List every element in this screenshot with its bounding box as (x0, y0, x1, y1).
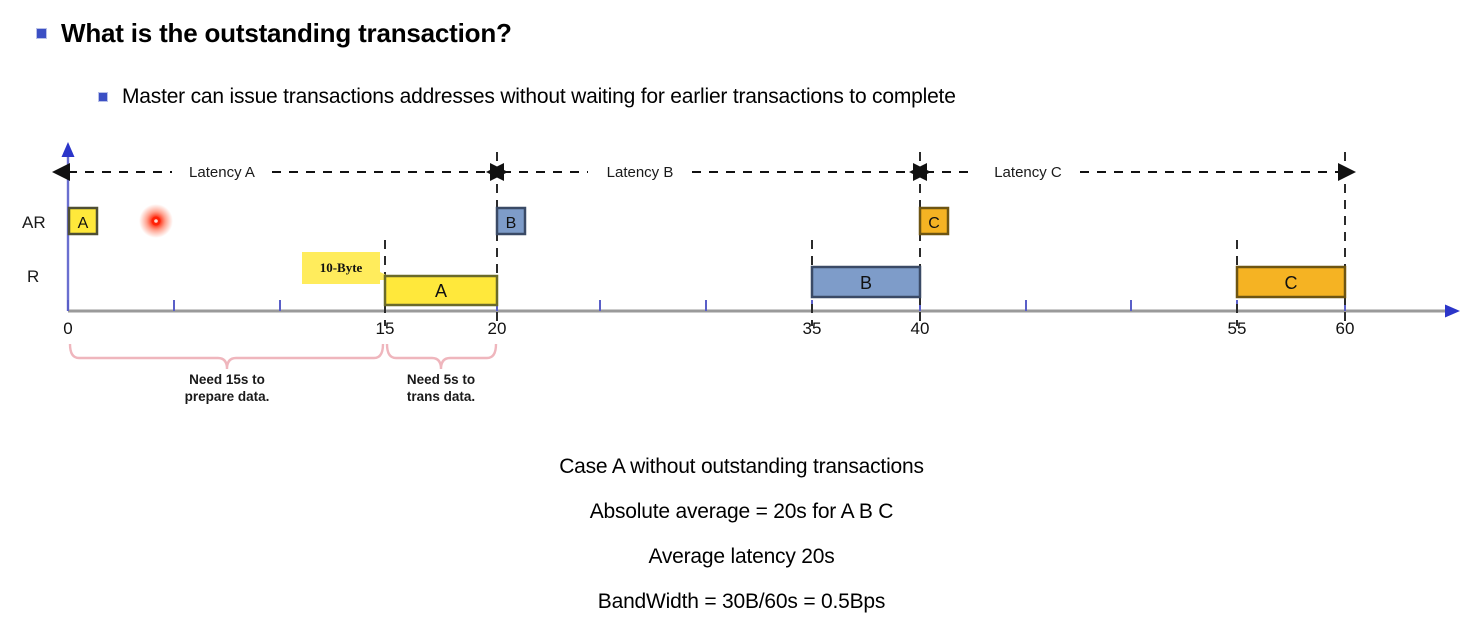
address-marker-a-label: A (78, 215, 89, 232)
brace-trans-line2: trans data. (407, 389, 475, 404)
brace-prepare-data: Need 15s to prepare data. (68, 343, 385, 404)
x-axis-tick-labels: 0 15 20 35 40 55 60 (63, 319, 1354, 338)
tick-label: 15 (376, 319, 395, 338)
summary-block: Case A without outstanding transactions … (0, 444, 1483, 624)
brace-prepare-line2: prepare data. (185, 389, 270, 404)
slide-title-row: What is the outstanding transaction? (36, 18, 512, 49)
x-axis-ticks (67, 300, 1346, 311)
address-marker-b[interactable]: B (495, 206, 527, 236)
data-bar-a-label: A (435, 281, 447, 301)
latency-span-a: Latency A (52, 163, 508, 181)
tick-label: 40 (911, 319, 930, 338)
callout-10-byte-label: 10-Byte (320, 260, 363, 275)
brace-trans-line1: Need 5s to (407, 372, 475, 387)
address-marker-c[interactable]: C (918, 206, 950, 236)
laser-pointer-cursor-icon (139, 204, 173, 238)
tick-label: 20 (488, 319, 507, 338)
address-marker-a[interactable]: A (67, 206, 99, 236)
summary-line-1: Case A without outstanding transactions (559, 455, 924, 478)
brace-prepare-line1: Need 15s to (189, 372, 265, 387)
tick-label: 35 (803, 319, 822, 338)
data-bar-c[interactable]: C (1235, 265, 1347, 299)
lane-label-r: R (27, 267, 39, 286)
bullet-square-icon (98, 92, 108, 102)
data-bar-c-label: C (1285, 273, 1298, 293)
latency-c-label: Latency C (994, 164, 1062, 181)
bullet-square-icon (36, 28, 47, 39)
address-marker-b-label: B (506, 215, 517, 232)
slide-subtitle-row: Master can issue transactions addresses … (98, 85, 956, 109)
brace-trans-data: Need 5s to trans data. (385, 343, 498, 404)
page-title: What is the outstanding transaction? (61, 18, 512, 48)
summary-line-3: Average latency 20s (648, 545, 835, 568)
data-bar-a[interactable]: A (383, 274, 499, 307)
tick-label: 60 (1336, 319, 1355, 338)
latency-span-b: Latency B (486, 163, 931, 181)
latency-span-c: Latency C (909, 163, 1356, 181)
address-marker-c-label: C (928, 215, 940, 232)
y-axis-arrowhead-icon (61, 142, 75, 157)
tick-label: 0 (63, 319, 72, 338)
timeline-chart: 0 15 20 35 40 55 60 AR R Latency A Laten… (0, 130, 1483, 420)
tick-label: 55 (1228, 319, 1247, 338)
data-bar-b[interactable]: B (810, 265, 922, 299)
latency-a-label: Latency A (189, 164, 255, 181)
data-bar-b-label: B (860, 273, 872, 293)
guide-lines (384, 152, 1346, 326)
latency-b-label: Latency B (607, 164, 674, 181)
summary-line-2: Absolute average = 20s for A B C (589, 500, 894, 523)
x-axis-arrowhead-icon (1445, 304, 1460, 318)
callout-10-byte: 10-Byte (302, 252, 397, 284)
slide-subtitle: Master can issue transactions addresses … (122, 85, 956, 108)
summary-line-4: BandWidth = 30B/60s = 0.5Bps (597, 590, 886, 613)
lane-label-ar: AR (22, 213, 46, 232)
